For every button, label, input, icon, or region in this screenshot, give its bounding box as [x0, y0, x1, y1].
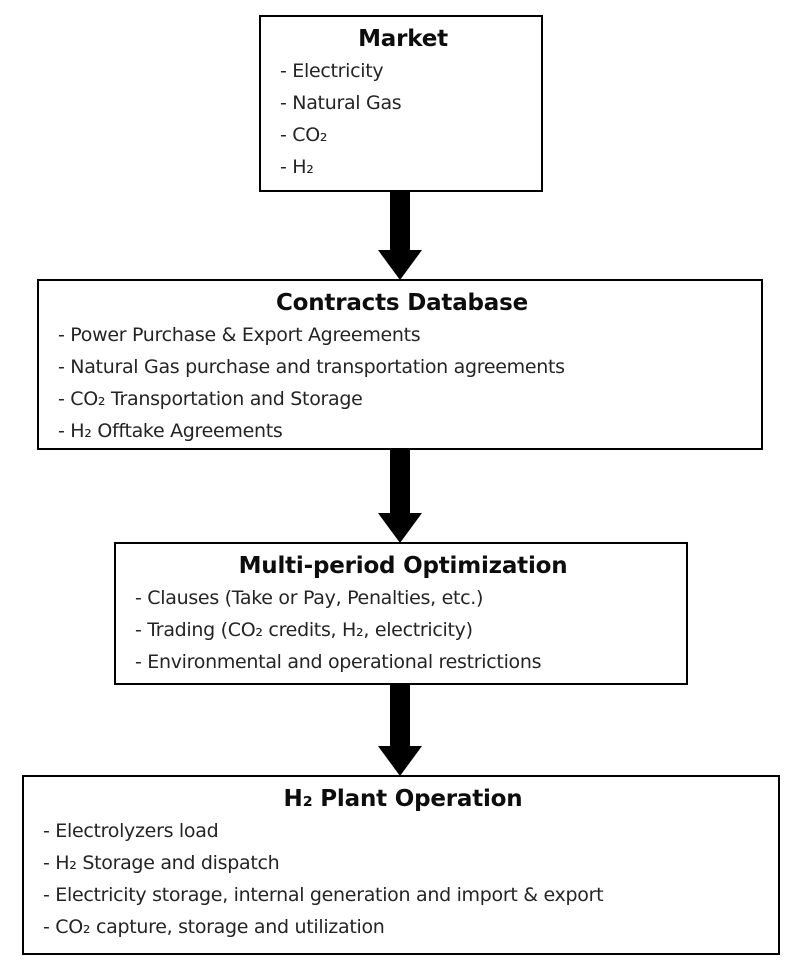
box-items-h2-plant-operation: - Electrolyzers load - H₂ Storage and di… — [38, 815, 768, 943]
box-items-market: - Electricity - Natural Gas - CO₂ - H₂ — [275, 55, 531, 183]
list-item: - Trading (CO₂ credits, H₂, electricity) — [135, 619, 473, 641]
list-item: - Natural Gas — [280, 92, 402, 114]
arrow-shaft — [390, 190, 410, 250]
arrow-down-icon — [378, 449, 422, 543]
list-item: - Electricity — [280, 60, 384, 82]
flow-box-contracts-database: Contracts Database - Power Purchase & Ex… — [37, 279, 763, 450]
list-item: - Electrolyzers load — [43, 820, 219, 842]
arrow-shaft — [390, 449, 410, 513]
arrow-down-icon — [378, 190, 422, 280]
list-item: - CO₂ capture, storage and utilization — [43, 916, 385, 938]
list-item: - Environmental and operational restrict… — [135, 651, 542, 673]
box-title-contracts-database: Contracts Database — [275, 290, 529, 316]
list-item: - H₂ — [280, 156, 314, 178]
flow-box-market: Market - Electricity - Natural Gas - CO₂… — [259, 15, 543, 192]
list-item: - Power Purchase & Export Agreements — [58, 324, 421, 346]
list-item: - Electricity storage, internal generati… — [43, 884, 604, 906]
list-item: - CO₂ Transportation and Storage — [58, 388, 363, 410]
arrow-head — [378, 250, 422, 280]
list-item: - Clauses (Take or Pay, Penalties, etc.) — [135, 587, 484, 609]
box-title-h2-plant-operation: H₂ Plant Operation — [283, 786, 523, 812]
arrow-shaft — [390, 683, 410, 746]
arrow-head — [378, 746, 422, 776]
list-item: - Natural Gas purchase and transportatio… — [58, 356, 565, 378]
flow-box-multi-period-optimization: Multi-period Optimization - Clauses (Tak… — [114, 542, 688, 685]
box-title-multi-period-optimization: Multi-period Optimization — [238, 553, 568, 579]
box-title-market: Market — [358, 26, 448, 52]
arrow-down-icon — [378, 683, 422, 776]
arrow-head — [378, 513, 422, 543]
list-item: - H₂ Offtake Agreements — [58, 420, 283, 442]
box-items-multi-period-optimization: - Clauses (Take or Pay, Penalties, etc.)… — [130, 582, 676, 678]
list-item: - H₂ Storage and dispatch — [43, 852, 280, 874]
box-items-contracts-database: - Power Purchase & Export Agreements - N… — [53, 319, 751, 447]
flow-box-h2-plant-operation: H₂ Plant Operation - Electrolyzers load … — [22, 775, 780, 955]
list-item: - CO₂ — [280, 124, 328, 146]
